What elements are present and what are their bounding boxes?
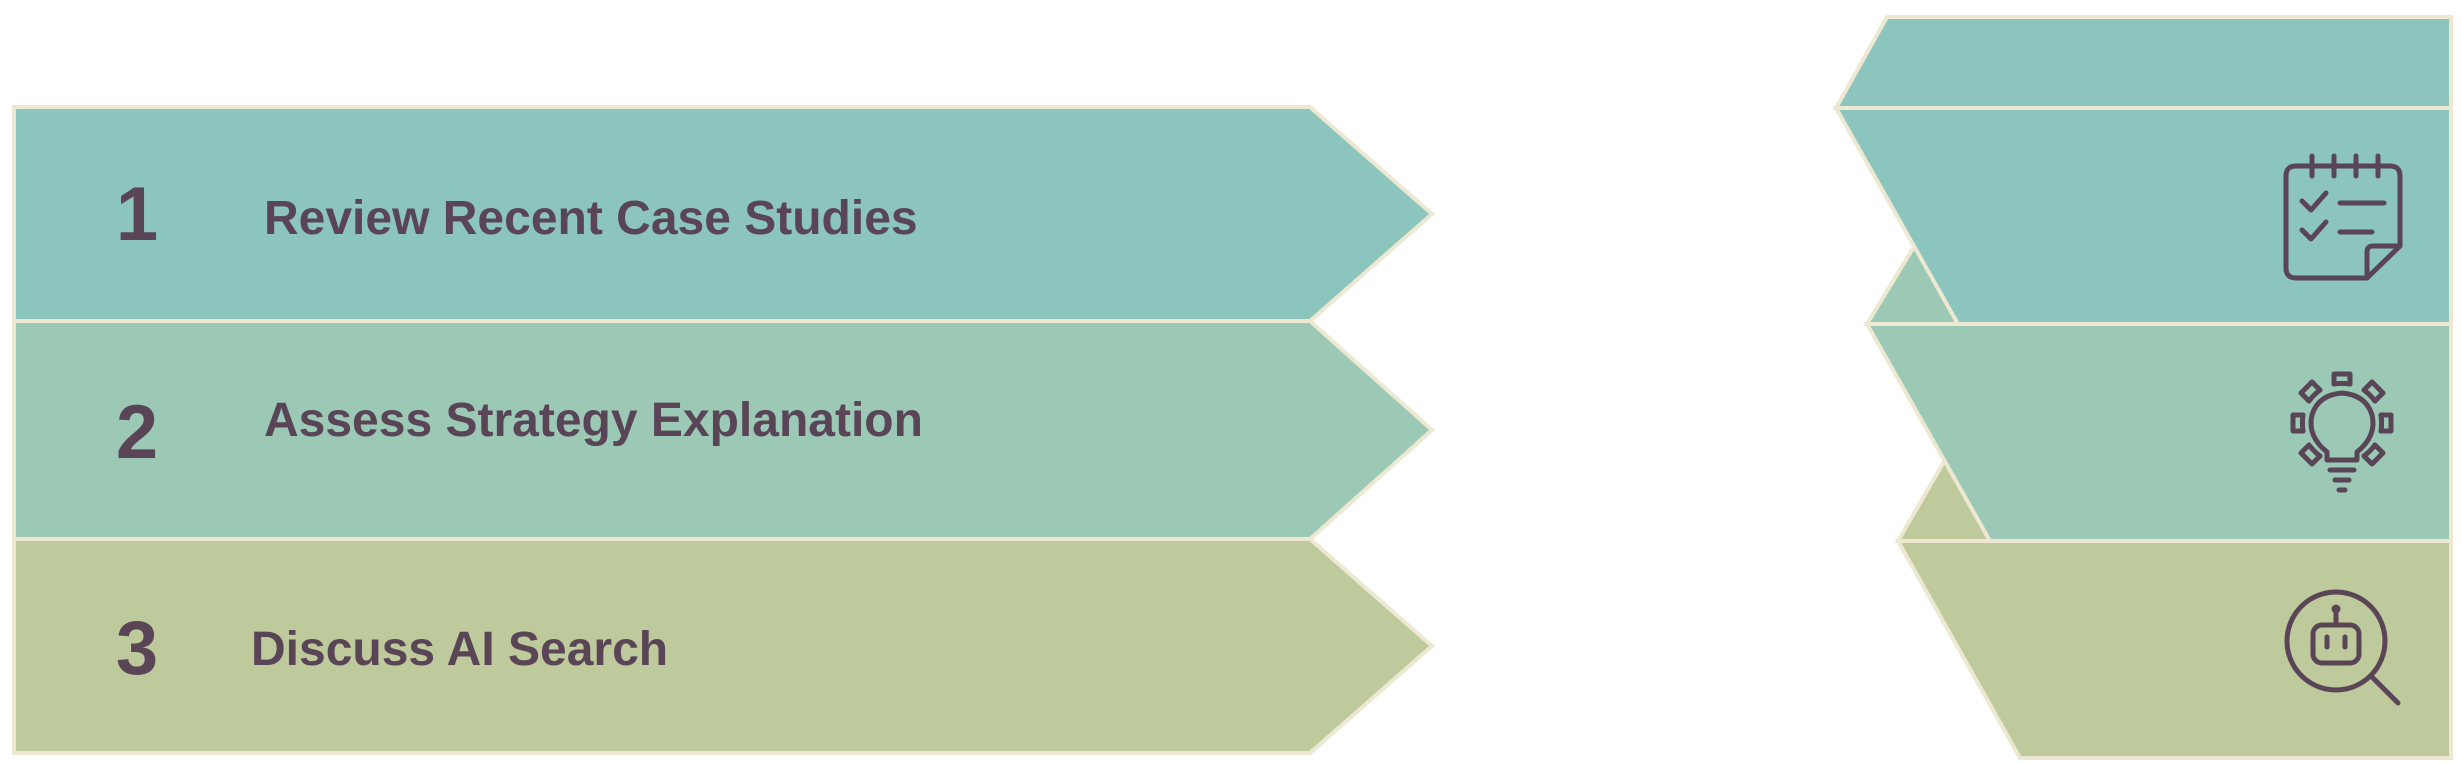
step-2: 2 Assess Strategy Explanation xyxy=(116,390,923,475)
step-1-number: 1 xyxy=(116,172,158,257)
calendar-checklist-icon xyxy=(2283,153,2403,281)
top-panel xyxy=(1832,15,2453,110)
step-1-banner xyxy=(12,105,1436,323)
step-2-number: 2 xyxy=(116,390,158,475)
step-2-banner xyxy=(12,319,1436,541)
step-3-label: Discuss AI Search xyxy=(251,623,668,676)
gear-lightbulb-icon xyxy=(2290,371,2394,493)
step-banners xyxy=(12,105,1436,755)
step-3: 3 Discuss AI Search xyxy=(116,606,668,691)
step-3-number: 3 xyxy=(116,606,158,691)
ai-search-icon xyxy=(2284,589,2401,706)
step-1-label: Review Recent Case Studies xyxy=(264,192,918,245)
step-2-label: Assess Strategy Explanation xyxy=(264,394,923,447)
step-3-banner xyxy=(12,537,1436,755)
step-3-icon-panel xyxy=(1894,539,2453,760)
step-1: 1 Review Recent Case Studies xyxy=(116,172,918,257)
